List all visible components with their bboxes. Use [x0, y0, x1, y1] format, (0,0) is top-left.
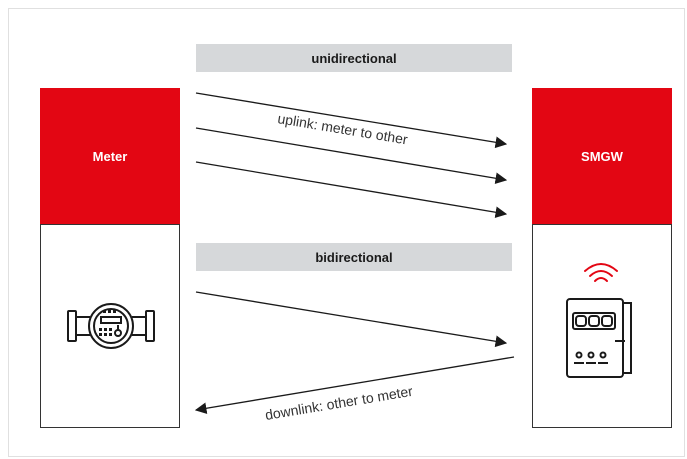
- downlink-arrow: [194, 356, 515, 415]
- water-meter-icon: [67, 303, 155, 349]
- bidirectional-band: bidirectional: [196, 243, 512, 271]
- diagram-frame: [8, 8, 685, 457]
- unidirectional-label: unidirectional: [311, 50, 397, 66]
- meter-title: Meter: [92, 148, 128, 164]
- wireless-signal-icon: [584, 263, 618, 282]
- meter-panel: [40, 224, 180, 428]
- uplink-arrow-2: [195, 127, 508, 185]
- smgw-header: SMGW: [532, 88, 672, 224]
- gateway-device-icon: [566, 298, 632, 378]
- unidirectional-band: unidirectional: [196, 44, 512, 72]
- meter-header: Meter: [40, 88, 180, 224]
- smgw-panel: [532, 224, 672, 428]
- downlink-label: downlink: other to meter: [264, 383, 414, 423]
- uplink-label: uplink: meter to other: [277, 110, 410, 147]
- bidirectional-arrow-out: [195, 291, 508, 348]
- bidirectional-label: bidirectional: [315, 249, 393, 265]
- smgw-title: SMGW: [581, 148, 623, 164]
- uplink-arrow-3: [195, 161, 508, 219]
- uplink-arrow-1: [195, 92, 508, 149]
